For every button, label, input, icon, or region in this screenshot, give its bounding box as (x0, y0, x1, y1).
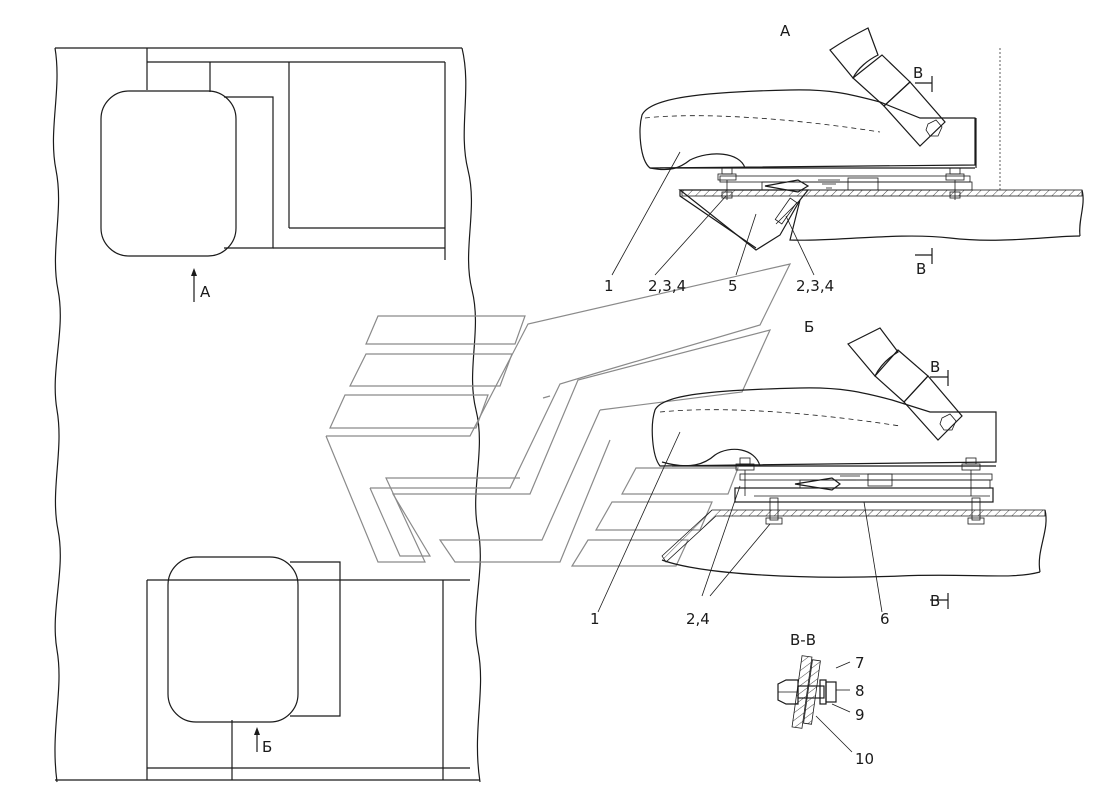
seat-top-plan (100, 90, 237, 257)
section-v-mark-b-top: В (930, 358, 940, 376)
cab-plan-view (52, 47, 482, 783)
callout-6: 6 (880, 610, 890, 628)
callout-24: 2,4 (686, 610, 710, 628)
callout-234-right: 2,3,4 (796, 277, 834, 295)
callout-234-left: 2,3,4 (648, 277, 686, 295)
callout-9: 9 (855, 706, 865, 724)
callout-8: 8 (855, 682, 865, 700)
bolt-b-floor-left (765, 497, 783, 525)
bolt-b-left (735, 457, 755, 496)
callout-5: 5 (728, 277, 738, 295)
callout-1-top: 1 (604, 277, 614, 295)
callout-7: 7 (855, 654, 865, 672)
part-callouts: 1 2,3,4 5 2,3,4 1 2,4 6 7 8 9 10 (590, 277, 890, 768)
section-v-mark-a-bottom: В (916, 260, 926, 278)
seat-bottom-plan (167, 556, 299, 723)
view-a-label-plan: А (200, 283, 211, 301)
bolt-b-floor-right (967, 497, 985, 525)
bolt-b-right (961, 457, 981, 496)
view-b-title: Б (804, 318, 814, 336)
view-labels: А Б А Б В В В В В-В (200, 22, 940, 756)
section-v-title: В-В (790, 631, 816, 649)
callout-10: 10 (855, 750, 874, 768)
callout-1-bottom: 1 (590, 610, 600, 628)
view-a-title: А (780, 22, 791, 40)
bolt-a-bracket (774, 197, 801, 225)
section-v-mark-a-top: В (913, 64, 923, 82)
section-v-v (777, 655, 853, 753)
section-v-mark-b-bottom: В (930, 592, 940, 610)
view-b-seat-side (597, 327, 1047, 613)
view-a-seat-side (611, 27, 1084, 276)
floor-perspective-sketch (325, 263, 792, 567)
view-b-label-plan: Б (262, 738, 272, 756)
